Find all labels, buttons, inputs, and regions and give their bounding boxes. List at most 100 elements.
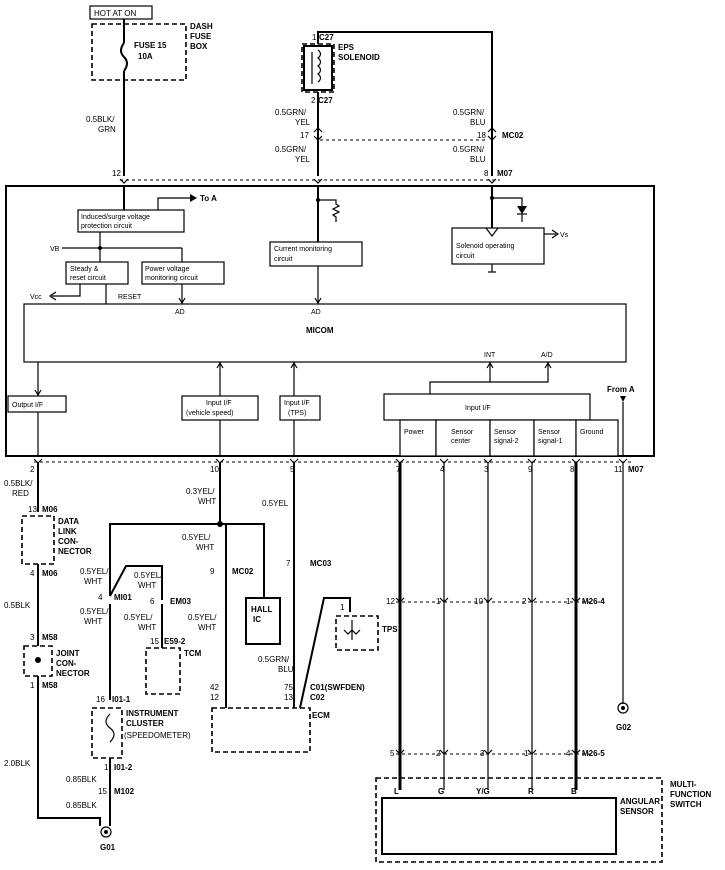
svg-text:L: L [394, 787, 399, 796]
wire-label-20blk: 2.0BLK [4, 759, 31, 768]
svg-text:TPS: TPS [382, 625, 398, 634]
connector-m07-top: M07 [497, 169, 513, 178]
pin-6: 6 [150, 597, 155, 606]
steady-reset-circuit: Steady & reset circuit [65, 261, 129, 285]
wire-label-grn: GRN [98, 125, 116, 134]
svg-text:A/D: A/D [541, 352, 553, 359]
svg-text:SENSOR: SENSOR [620, 807, 654, 816]
eps-feed-wire [317, 31, 493, 176]
connector-mc02-top: MC02 [502, 131, 524, 140]
svg-text:DATA: DATA [58, 517, 79, 526]
from-a-label: From A [607, 385, 635, 394]
svg-text:monitoring circuit: monitoring circuit [145, 275, 198, 282]
connector-marks-m26-5 [395, 749, 581, 755]
wire-label-wht-1: WHT [198, 497, 216, 506]
svg-text:CLUSTER: CLUSTER [126, 719, 164, 728]
svg-text:10A: 10A [138, 52, 153, 61]
hot-at-on-label: HOT AT ON [89, 5, 153, 20]
svg-text:Sensor: Sensor [451, 429, 474, 436]
input-if-sub-cells: Power Sensor center Sensor signal-2 Sens… [399, 419, 619, 457]
connector-m06-bottom: M06 [42, 569, 58, 578]
input-if-tps: Input I/F (TPS) [279, 395, 321, 421]
arrow-icon [34, 389, 42, 397]
svg-text:Power voltage: Power voltage [145, 266, 189, 273]
svg-text:5: 5 [290, 465, 295, 474]
svg-text:9: 9 [528, 465, 533, 474]
wire-label-blu-2: BLU [470, 155, 486, 164]
connector-c02: C02 [310, 693, 325, 702]
svg-text:12: 12 [386, 597, 395, 606]
svg-text:4: 4 [566, 749, 571, 758]
wire-label-05yel-6: 0.5YEL/ [188, 613, 217, 622]
multi-function-switch: MULTI- FUNCTION SWITCH [375, 777, 712, 863]
int-ad-wire [429, 362, 549, 394]
wire-label-05yel-3: 0.5YEL/ [124, 613, 153, 622]
wire-label-wht-5: WHT [84, 617, 102, 626]
arrow-icon [486, 361, 494, 369]
wire-label-wht-6: WHT [196, 543, 214, 552]
vs-label: Vs [560, 232, 569, 239]
m26-5-pins: 5 2 3 1 4 M26-5 [390, 749, 605, 758]
svg-text:AD: AD [175, 309, 185, 316]
svg-text:10: 10 [210, 465, 219, 474]
wire-label-wht-4: WHT [138, 623, 156, 632]
solenoid-operating-circuit: Solenoid operating circuit [451, 227, 545, 265]
svg-text:NECTOR: NECTOR [58, 547, 92, 556]
arrow-icon [314, 297, 322, 305]
svg-text:Y/G: Y/G [476, 787, 490, 796]
wire-label-blk-red: 0.5BLK/ [4, 479, 33, 488]
connector-m102: M102 [114, 787, 135, 796]
wire-label-085blk-2: 0.85BLK [66, 801, 97, 810]
svg-text:(SPEEDOMETER): (SPEEDOMETER) [124, 731, 191, 740]
pin-1-tps: 1 [340, 603, 345, 612]
wire-label-05blk: 0.5BLK [4, 601, 31, 610]
svg-text:Steady &: Steady & [70, 266, 99, 273]
ground-g01-wire [37, 676, 101, 826]
angular-sensor: ANGULAR SENSOR [381, 797, 660, 855]
connector-marks-m26-4 [395, 597, 581, 603]
connector-m58-top: M58 [42, 633, 58, 642]
svg-text:1: 1 [566, 597, 571, 606]
connector-mc03: MC03 [310, 559, 332, 568]
svg-text:3: 3 [484, 465, 489, 474]
wire-label-05yel-7: 0.5YEL [262, 499, 289, 508]
svg-text:M07: M07 [628, 465, 644, 474]
diode-icon [517, 206, 527, 214]
svg-text:Sensor: Sensor [538, 429, 561, 436]
connector-em03: EM03 [170, 597, 191, 606]
svg-text:M26-4: M26-4 [582, 597, 605, 606]
wire-label-05yel-1: 0.5YEL/ [80, 567, 109, 576]
svg-text:AD: AD [311, 309, 321, 316]
pin-4: 4 [30, 569, 35, 578]
diode-wire [492, 197, 523, 206]
svg-text:INSTRUMENT: INSTRUMENT [126, 709, 179, 718]
wire-label-05yel-5: 0.5YEL/ [182, 533, 211, 542]
svg-text:G02: G02 [616, 723, 632, 732]
pin-17: 17 [300, 131, 309, 140]
svg-text:Input I/F: Input I/F [284, 400, 310, 407]
micom: AD AD MICOM INT A/D [23, 303, 627, 363]
wire-label-wht-7: WHT [198, 623, 216, 632]
pin-12: 12 [112, 169, 121, 178]
tps-sensor: TPS [335, 615, 398, 651]
wire-label-03yel: 0.3YEL/ [186, 487, 215, 496]
wire-label-yel-1: YEL [295, 118, 311, 127]
svg-text:reset circuit: reset circuit [70, 275, 106, 282]
svg-text:protection circuit: protection circuit [81, 223, 132, 230]
connector-m06-top: M06 [42, 505, 58, 514]
wire-label-blu-1: BLU [470, 118, 486, 127]
angular-sensor-wires [398, 462, 624, 790]
svg-text:circuit: circuit [274, 256, 292, 263]
connector-mark [313, 178, 323, 184]
power-voltage-monitoring-circuit: Power voltage monitoring circuit [141, 261, 225, 285]
m26-4-pins: 12 1 10 2 1 M26-4 [386, 597, 605, 606]
svg-text:11: 11 [614, 465, 623, 474]
svg-text:M26-5: M26-5 [582, 749, 605, 758]
svg-text:signal-2: signal-2 [494, 438, 519, 445]
svg-text:CON-: CON- [56, 659, 77, 668]
svg-text:8: 8 [570, 465, 575, 474]
ground-g01: G01 [100, 826, 116, 852]
svg-text:BOX: BOX [190, 42, 208, 51]
ground-g02: G02 [616, 702, 632, 732]
